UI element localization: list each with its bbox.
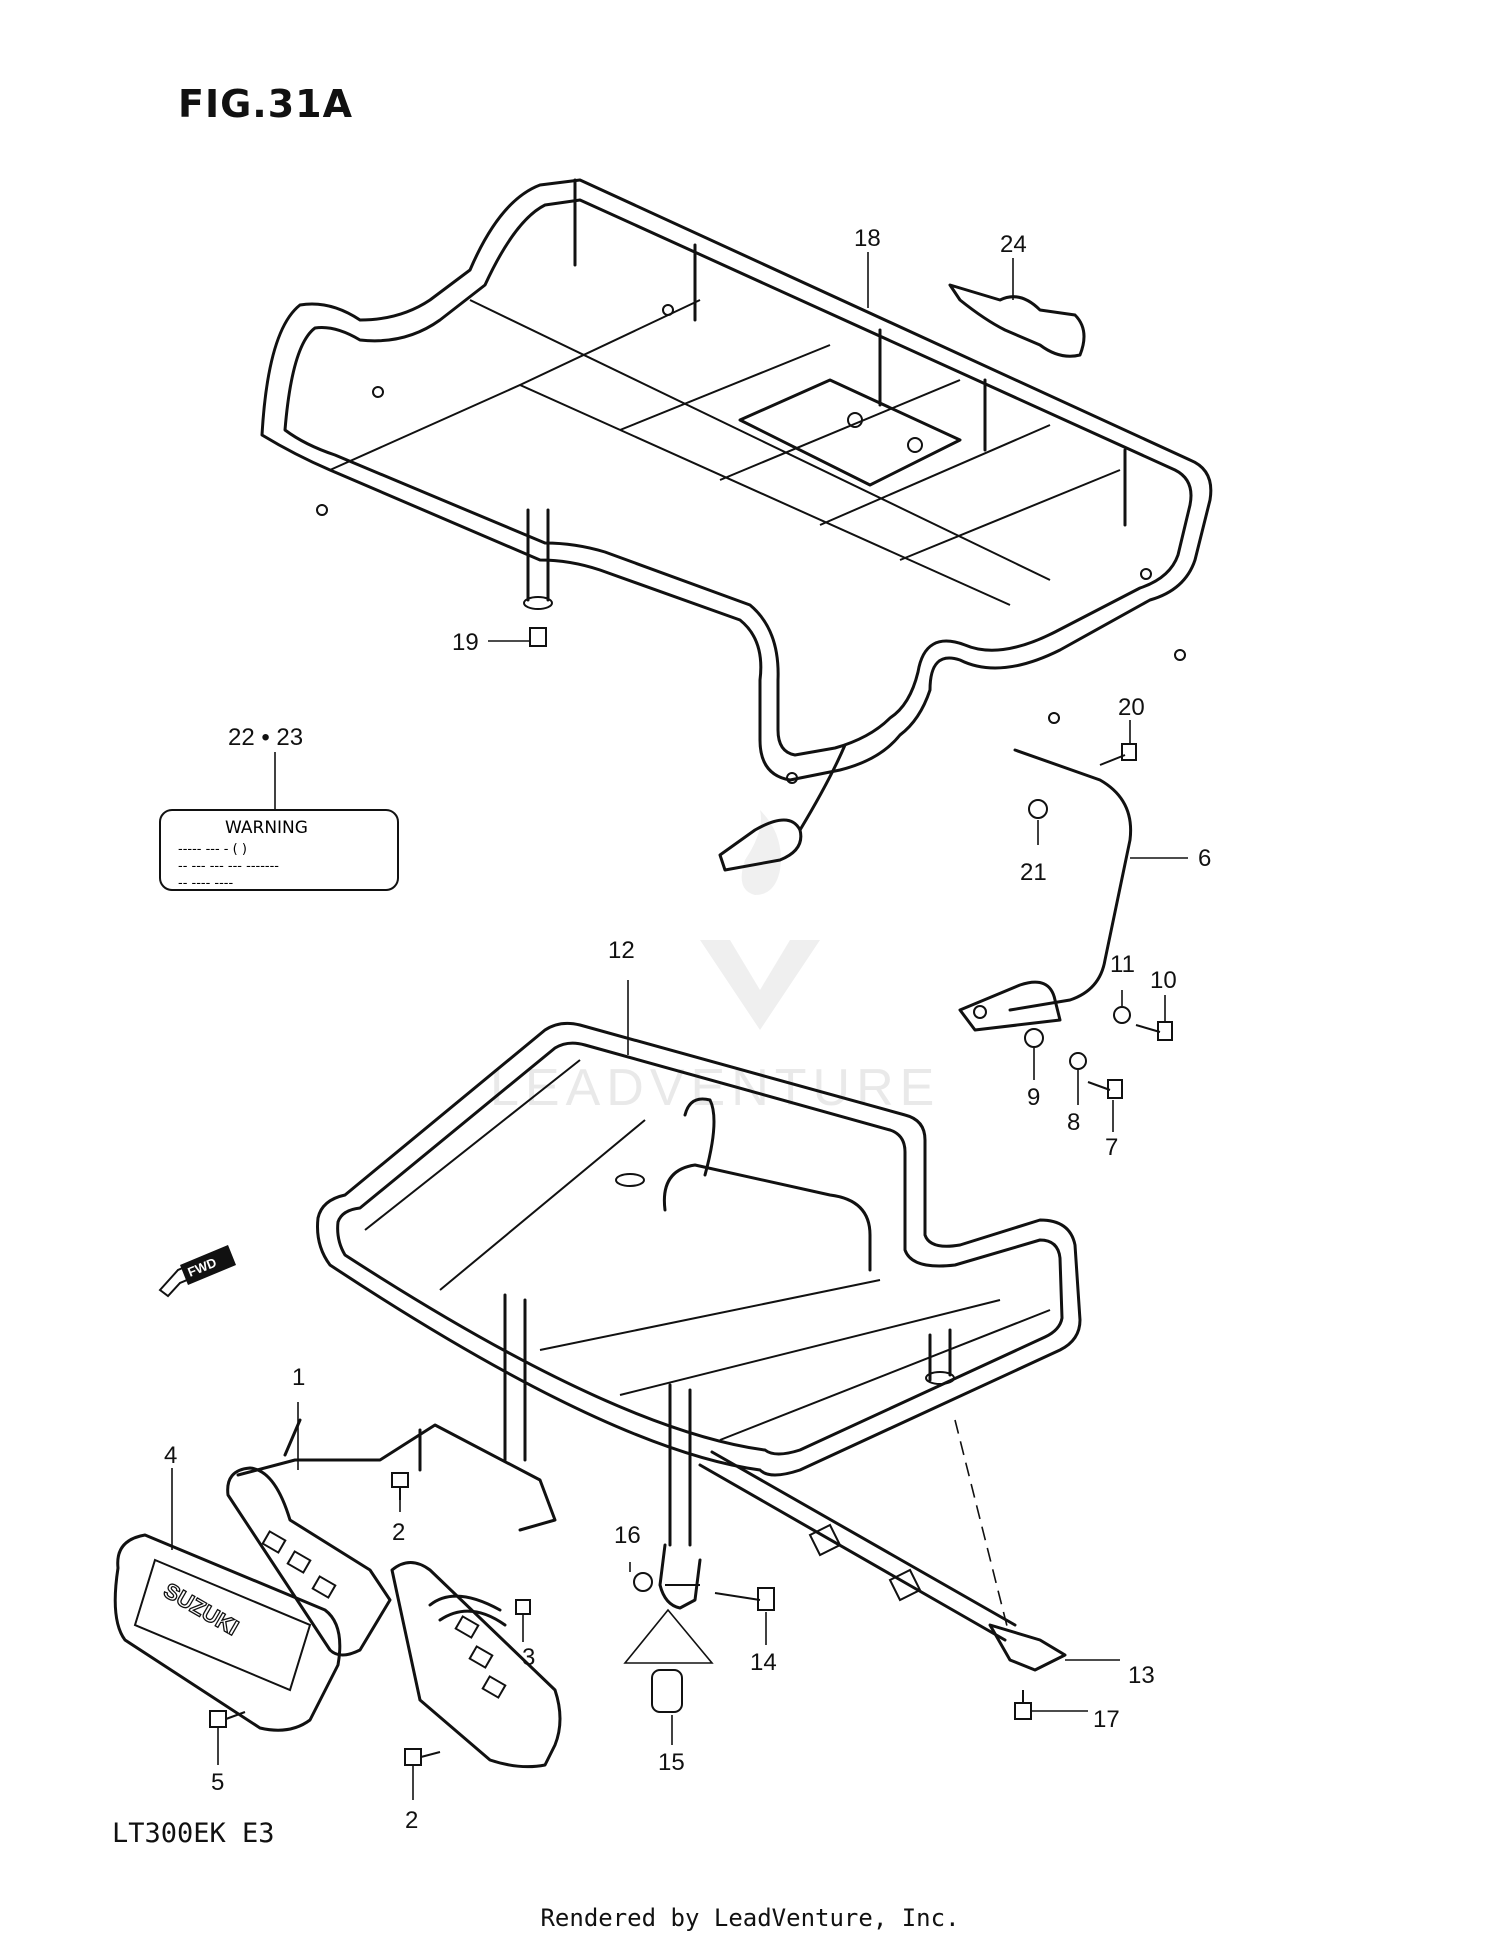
callout-2-lower: 2 <box>405 1807 418 1834</box>
bolts-2-3-5 <box>209 1472 531 1800</box>
callout-20: 20 <box>1118 694 1145 721</box>
model-code: LT300EK E3 <box>112 1818 275 1849</box>
callout-22-23: 22 • 23 <box>228 724 303 751</box>
callout-7: 7 <box>1105 1134 1118 1161</box>
fasteners-7-11 <box>1024 990 1173 1132</box>
callout-14: 14 <box>750 1649 777 1676</box>
nut-21 <box>1028 799 1048 845</box>
callout-numbers: 1 2 2 3 4 5 6 7 8 9 10 11 12 13 14 15 16… <box>164 225 1211 1834</box>
svg-text:-- --- --- --- -------: -- --- --- --- ------- <box>178 859 279 874</box>
bracket-6 <box>958 748 1188 1032</box>
callout-11: 11 <box>1110 951 1135 978</box>
warning-label: WARNING ----- --- - ( ) -- --- --- --- -… <box>159 752 399 891</box>
callout-10: 10 <box>1150 967 1177 994</box>
watermark-text: LEADVENTURE <box>490 1059 940 1117</box>
callout-17: 17 <box>1093 1706 1120 1733</box>
clevis-mount <box>623 1543 775 1745</box>
brand-plate-text: SUZUKI <box>160 1578 243 1641</box>
figure-title: FIG.31A <box>178 82 354 126</box>
callout-5: 5 <box>211 1769 224 1796</box>
callout-19: 19 <box>452 629 479 656</box>
callout-18: 18 <box>854 225 881 252</box>
svg-text:----- --- - ( ): ----- --- - ( ) <box>178 842 247 857</box>
decal-24 <box>948 283 1086 358</box>
callout-24: 24 <box>1000 231 1027 258</box>
callout-15: 15 <box>658 1749 685 1776</box>
fwd-arrow: FWD <box>158 1245 236 1298</box>
callout-21: 21 <box>1020 859 1047 886</box>
front-bumper <box>226 1402 562 1769</box>
warning-title: WARNING <box>225 818 308 838</box>
bolt-19 <box>488 627 547 647</box>
callout-12: 12 <box>608 937 635 964</box>
bolt-17 <box>1014 1690 1088 1720</box>
rear-carrier <box>260 178 1213 872</box>
callout-16: 16 <box>614 1522 641 1549</box>
leadventure-watermark: LEADVENTURE <box>490 810 940 1117</box>
bolt-20 <box>1099 720 1137 766</box>
side-rail-13 <box>698 1419 1120 1672</box>
callout-3: 3 <box>522 1644 535 1671</box>
callout-6: 6 <box>1198 845 1211 872</box>
callout-2-upper: 2 <box>392 1519 405 1546</box>
callout-1: 1 <box>292 1364 305 1391</box>
callout-13: 13 <box>1128 1662 1155 1689</box>
callout-8: 8 <box>1067 1109 1080 1136</box>
brand-plate: SUZUKI <box>113 1468 342 1732</box>
callout-9: 9 <box>1027 1084 1040 1111</box>
front-carrier <box>316 980 1082 1547</box>
callout-4: 4 <box>164 1442 177 1469</box>
render-credit: Rendered by LeadVenture, Inc. <box>540 1904 960 1932</box>
svg-text:-- ---- ----: -- ---- ---- <box>178 876 233 891</box>
